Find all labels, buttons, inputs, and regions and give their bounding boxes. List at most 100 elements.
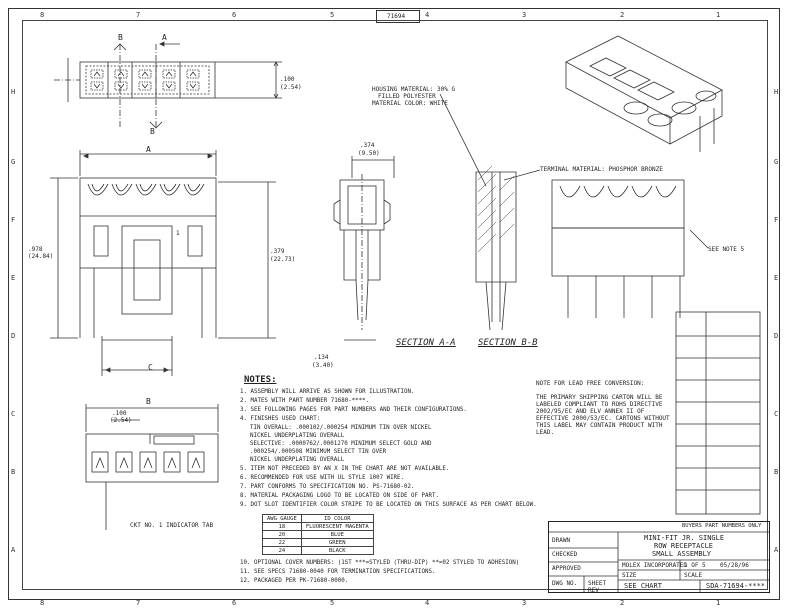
dim-d5-mm: (3.40) [312,362,334,369]
note-item: 12. PACKAGED PER PK-71680-0000. [240,578,349,584]
notes-title: NOTES: [244,375,277,385]
section-arrow-b-label-lower: B [150,127,155,136]
lead-free-line: THIS LABEL MAY CONTAIN PRODUCT WITH [536,422,663,429]
note-item: 8. MATERIAL PACKAGING LOGO TO BE LOCATED… [240,493,439,499]
sheet-count: 1 OF 5 [684,562,706,569]
dim-d3-mm: (24.84) [28,253,54,260]
housing-material-label: HOUSING MATERIAL: 30% G [372,86,456,93]
top-view [54,41,282,129]
section-a-a-view [333,156,395,341]
dim-a-label: A [146,145,151,154]
zone-left-d: D [11,332,16,340]
note-item: .000254/.000508 MINIMUM SELECT TIN OVER [250,449,387,455]
lead-free-line: LABELED COMPLIANT TO ROHS DIRECTIVE [536,401,663,408]
zone-left-h: H [11,88,16,96]
zone-top-2: 2 [620,11,625,19]
zone-bottom-2: 2 [620,599,625,607]
dim-d1-mm: (2.54) [280,84,302,91]
company-name: MOLEX INCORPORATED [622,562,688,569]
table-header-row: AWG GAUGE ID COLOR [262,514,374,523]
table-cell: BLUE [300,530,374,539]
right-section-view [551,179,709,318]
table-cell: 24 [262,546,302,555]
drawing-title-1: MINI-FIT JR. SINGLE [644,534,725,542]
table-row: 20 BLUE [262,530,374,539]
zone-top-6: 6 [232,11,237,19]
housing-material-label-3: MATERIAL COLOR: WHITE [372,100,448,107]
zone-left-g: G [11,158,16,166]
note-item: 9. DOT SLOT IDENTIFIER COLOR STRIPE TO B… [240,502,537,508]
table-row: 24 BLACK [262,546,374,555]
table-cell: GREEN [300,538,374,547]
chart-reference: SEE CHART [624,582,662,590]
zone-left-a: A [11,546,16,554]
zone-bottom-1: 1 [716,599,721,607]
dim-d4-mm: (22.73) [270,256,296,263]
isometric-view [565,35,723,152]
zone-right-b: B [774,468,779,476]
housing-material-label-2: FILLED POLYESTER [378,93,436,100]
drawing-date: 05/28/96 [720,562,749,569]
title-block-lines [548,531,770,593]
table-header-cell: ID COLOR [300,514,374,523]
zone-bottom-6: 6 [232,599,237,607]
table-cell: 22 [262,538,302,547]
zone-bottom-7: 7 [136,599,141,607]
zone-left-c: C [11,410,16,418]
doc-warning: BUYERS PART NUMBERS ONLY [682,523,762,529]
zone-right-h: H [774,88,779,96]
table-cell: BLACK [300,546,374,555]
dim-c-label: C [148,363,153,372]
zone-right-g: G [774,158,779,166]
zone-left-b: B [11,468,16,476]
lead-free-line: THE PRIMARY SHIPPING CARTON WILL BE [536,394,663,401]
approved-label: APPROVED [552,565,581,572]
table-header-cell: AWG GAUGE [262,514,302,523]
size-label: SIZE [622,572,637,579]
dim-d2-mm: (9.50) [358,150,380,157]
note-item: 6. RECOMMENDED FOR USE WITH UL STYLE 100… [240,475,405,481]
dim-d5: .134 [314,354,329,361]
note-item: SELECTIVE: .0000762/.0001270 MINIMUM SEL… [250,441,432,447]
zone-bottom-3: 3 [522,599,527,607]
zone-left-e: E [11,274,16,282]
wire-color-table: AWG GAUGE ID COLOR 18 FLUORESCENT MAGENT… [262,514,374,555]
note-item: TIN OVERALL: .000102/.000254 MINIMUM TIN… [250,425,432,431]
dim-b-label: B [146,397,151,406]
note-item: NICKEL UNDERPLATING OVERALL [250,433,345,439]
front-view [50,150,276,376]
lead-free-line: LEAD. [536,429,555,436]
drawing-frame [8,8,780,600]
section-aa-label: SECTION A-A [396,338,456,348]
dwg-no-label: DWG NO. [552,580,578,587]
terminal-material-label: TERMINAL MATERIAL: PHOSPHOR BRONZE [540,166,663,173]
dim-d4: .379 [270,248,285,255]
lead-free-line: 2002/95/EC AND ELV ANNEX II OF [536,408,645,415]
drawing-number-tab: 71694 [376,10,420,23]
drawing-number-top: 71694 [387,13,406,20]
table-cell: 20 [262,530,302,539]
rev-label: REV [588,587,599,594]
position-one-marker: 1 [176,230,180,237]
note-item: 4. FINISHES USED CHART: [240,416,321,422]
title-block [548,521,770,593]
see-note-label: SEE NOTE 5 [708,246,745,253]
section-arrow-b-label: B [118,33,123,42]
zone-top-5: 5 [330,11,335,19]
table-row: 22 GREEN [262,538,374,547]
zone-right-f: F [774,216,779,224]
note-item: 5. ITEM NOT PRECEDED BY AN X IN THE CHAR… [240,466,450,472]
zone-right-e: E [774,274,779,282]
note-item: 11. SEE SPECS 71680-0040 FOR TERMINATION… [240,569,436,575]
sheet-label: SHEET [588,580,607,587]
table-row: 18 FLUORESCENT MAGENTA [262,522,374,531]
dim-d1: .100 [280,76,295,83]
zone-top-8: 8 [40,11,45,19]
zone-right-a: A [774,546,779,554]
drawing-title-3: SMALL ASSEMBLY [652,550,712,558]
zone-top-7: 7 [136,11,141,19]
part-number: SDA-71694-**** [706,582,766,590]
checked-label: CHECKED [552,551,578,558]
zone-top-1: 1 [716,11,721,19]
